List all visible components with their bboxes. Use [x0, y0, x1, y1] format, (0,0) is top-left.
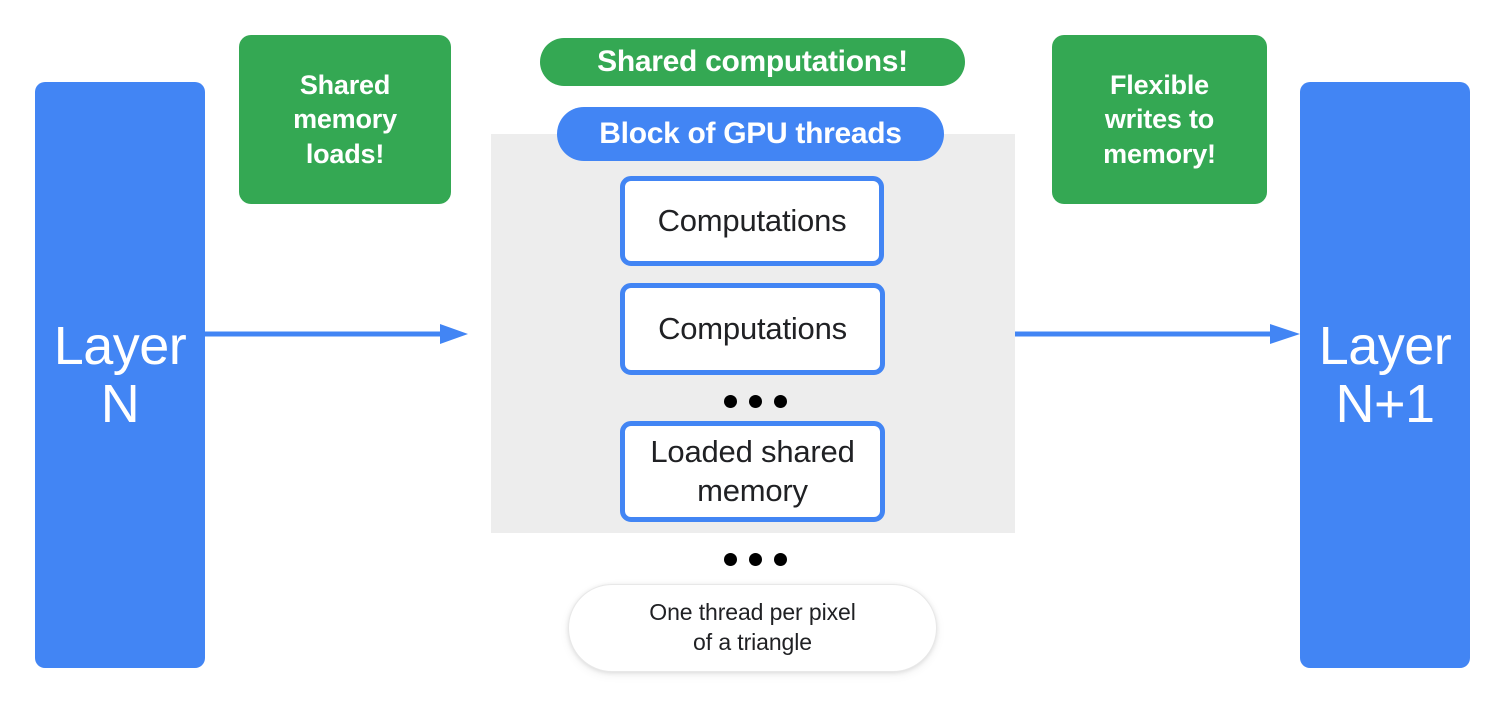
callout-shared-computations-label: Shared computations! [597, 45, 908, 78]
callout-shared-memory-loads: Shared memory loads! [239, 35, 451, 204]
layer-n-label: Layer N [53, 315, 187, 434]
inner-ellipsis-dots [724, 395, 787, 408]
thread-box-label: Loaded shared memory [650, 433, 855, 508]
ellipsis-dot [724, 395, 737, 408]
thread-box: Computations [620, 283, 885, 375]
ellipsis-dot [724, 553, 737, 566]
layer-n-plus-1-block: Layer N+1 [1300, 82, 1470, 668]
ellipsis-dot [774, 395, 787, 408]
callout-shared-memory-loads-label: Shared memory loads! [293, 69, 397, 169]
outer-ellipsis-dots [724, 553, 787, 566]
gpu-block-title-label: Block of GPU threads [599, 117, 902, 150]
gpu-block-title-pill: Block of GPU threads [557, 107, 944, 161]
thread-box: Computations [620, 176, 884, 266]
caption-one-thread-per-pixel: One thread per pixel of a triangle [568, 584, 937, 672]
callout-flexible-writes-to-memory: Flexible writes to memory! [1052, 35, 1267, 204]
thread-box: Loaded shared memory [620, 421, 885, 522]
layer-n-plus-1-label: Layer N+1 [1318, 315, 1452, 434]
arrow-block-to-layer-n1-icon [1013, 324, 1300, 344]
thread-box-label: Computations [657, 202, 847, 238]
ellipsis-dot [749, 395, 762, 408]
arrow-layer-n-to-block-icon [203, 324, 468, 344]
layer-n-block: Layer N [35, 82, 205, 668]
callout-flexible-writes-label: Flexible writes to memory! [1103, 69, 1216, 169]
thread-box-label: Computations [658, 310, 847, 346]
ellipsis-dot [774, 553, 787, 566]
caption-one-thread-label: One thread per pixel of a triangle [649, 599, 856, 655]
ellipsis-dot [749, 553, 762, 566]
callout-shared-computations: Shared computations! [540, 38, 965, 86]
